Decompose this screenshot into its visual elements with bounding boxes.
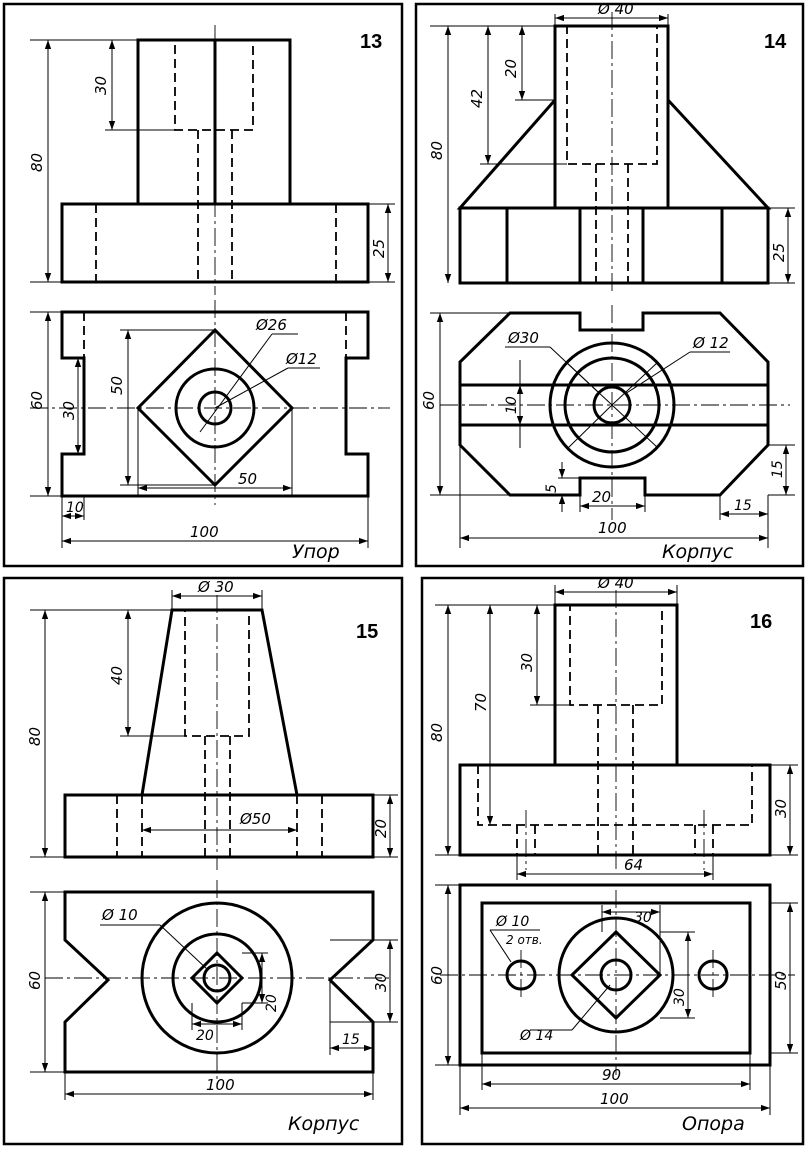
dim-15-horizontal: 15 bbox=[734, 498, 752, 514]
panel-number: 14 bbox=[764, 31, 787, 53]
dim-30: 30 bbox=[372, 973, 390, 992]
dim-30-square: 30 bbox=[634, 910, 652, 926]
panel-15: 15 Ø 30 bbox=[2, 576, 404, 1146]
dimensions: Ø 30 80 40 Ø50 20 Ø 10 60 30 bbox=[26, 578, 398, 1100]
dim-d12: Ø 12 bbox=[692, 334, 729, 352]
dim-50-horizontal: 50 bbox=[238, 470, 257, 488]
dim-25: 25 bbox=[370, 239, 388, 258]
dim-80: 80 bbox=[28, 153, 46, 172]
top-view bbox=[440, 305, 790, 520]
dim-d10: Ø 10 bbox=[495, 914, 529, 930]
dim-5: 5 bbox=[544, 484, 560, 493]
dim-60: 60 bbox=[428, 966, 446, 985]
dim-100: 100 bbox=[206, 1076, 235, 1094]
top-view bbox=[45, 880, 390, 1085]
front-view bbox=[456, 12, 772, 295]
dim-80: 80 bbox=[26, 727, 44, 746]
dim-d30: Ø 30 bbox=[197, 578, 234, 596]
dim-d40: Ø 40 bbox=[597, 0, 634, 18]
dim-20-square-w: 20 bbox=[196, 1028, 214, 1044]
dim-40: 40 bbox=[108, 666, 126, 685]
panel-frame bbox=[2, 2, 404, 568]
dimensions: Ø 40 80 42 20 25 Ø30 Ø 12 60 bbox=[420, 0, 795, 548]
dim-d26: Ø26 bbox=[255, 316, 287, 334]
front-view bbox=[63, 595, 375, 870]
dim-30-vertical: 30 bbox=[672, 988, 688, 1006]
dim-50: 50 bbox=[772, 971, 790, 990]
dim-30-base: 30 bbox=[772, 799, 790, 818]
dim-30-slot: 30 bbox=[60, 401, 78, 420]
dim-30-top: 30 bbox=[92, 76, 110, 95]
dim-80: 80 bbox=[428, 723, 446, 742]
part-caption: Опора bbox=[682, 1113, 745, 1135]
dimensions: 80 30 25 Ø26 Ø12 60 50 30 bbox=[28, 39, 395, 548]
dim-d12: Ø12 bbox=[285, 350, 317, 368]
dim-100: 100 bbox=[600, 1090, 629, 1108]
dim-70: 70 bbox=[472, 693, 490, 712]
dim-20-square-h: 20 bbox=[264, 994, 280, 1012]
dim-15: 15 bbox=[342, 1032, 360, 1048]
dim-d50: Ø50 bbox=[239, 810, 271, 828]
front-view bbox=[458, 590, 772, 870]
panel-number: 16 bbox=[750, 611, 772, 633]
dim-d40: Ø 40 bbox=[597, 574, 634, 592]
dim-100: 100 bbox=[190, 523, 219, 541]
dim-50-vertical: 50 bbox=[108, 376, 126, 395]
panel-frame bbox=[2, 576, 404, 1146]
dim-60: 60 bbox=[28, 391, 46, 410]
panel-frame bbox=[420, 576, 805, 1146]
dim-10: 10 bbox=[504, 396, 520, 414]
dim-d10: Ø 10 bbox=[101, 906, 138, 924]
dim-60: 60 bbox=[420, 391, 438, 410]
dim-100: 100 bbox=[598, 519, 627, 537]
dim-20-slot: 20 bbox=[592, 488, 611, 506]
dim-20: 20 bbox=[502, 59, 520, 78]
dimensions: Ø 40 80 70 30 30 64 Ø 10 2 отв. bbox=[428, 574, 798, 1115]
panel-number: 15 bbox=[356, 621, 378, 643]
dim-15-vertical: 15 bbox=[770, 460, 786, 478]
dim-30-bore: 30 bbox=[518, 653, 536, 672]
top-view bbox=[30, 300, 390, 505]
panel-number: 13 bbox=[360, 31, 382, 53]
panel-16: 16 bbox=[420, 574, 805, 1146]
panel-frame bbox=[414, 2, 805, 568]
part-caption: Корпус bbox=[662, 541, 734, 563]
dim-90: 90 bbox=[602, 1066, 621, 1084]
panel-13: 13 80 bbox=[2, 2, 404, 568]
dim-80: 80 bbox=[428, 141, 446, 160]
dim-10: 10 bbox=[66, 500, 84, 516]
panel-14: 14 bbox=[414, 0, 805, 568]
dim-20-height: 20 bbox=[372, 819, 390, 838]
part-caption: Упор bbox=[292, 541, 340, 563]
dim-42: 42 bbox=[468, 89, 486, 108]
front-view bbox=[60, 25, 370, 295]
dim-60: 60 bbox=[26, 971, 44, 990]
dim-25: 25 bbox=[770, 243, 788, 262]
part-caption: Корпус bbox=[288, 1113, 360, 1135]
top-view bbox=[440, 883, 795, 1075]
dim-d30: Ø30 bbox=[507, 329, 539, 347]
dim-64: 64 bbox=[624, 856, 643, 874]
dim-d14: Ø 14 bbox=[519, 1028, 553, 1044]
holes-note: 2 отв. bbox=[506, 933, 543, 947]
